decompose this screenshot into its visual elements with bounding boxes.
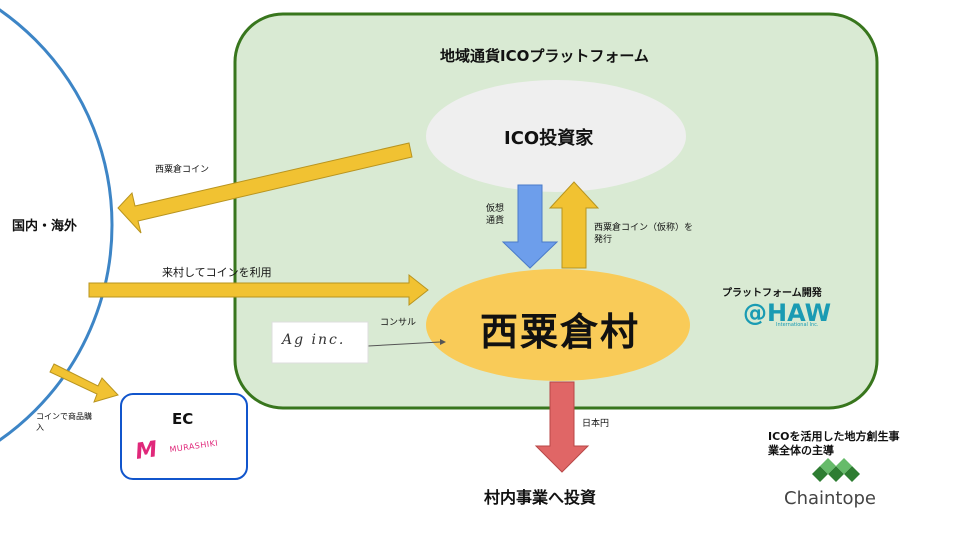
consult-connector [367,341,441,347]
ec-box [120,393,248,480]
coin-issue-arrow [548,181,600,269]
haw-caption: プラットフォーム開発 [722,288,822,299]
invest-target-label: 村内事業へ投資 [484,488,597,507]
virtual-currency-label-2: 通貨 [486,216,505,226]
coin-out-label: 西粟倉コイン [155,165,210,175]
coin-out-arrow [117,142,413,234]
chaintope-logo-text: Chaintope [784,488,876,509]
platform-title: 地域通貨ICOプラットフォーム [440,47,649,65]
ag-logo-text: Ag inc. [282,332,346,348]
yen-arrow [534,381,590,473]
purchase-arrow [49,363,119,403]
visit-arrow [88,273,429,307]
haw-logo-main: @HAW [743,299,832,327]
region-circle [0,8,114,442]
haw-logo-sub: International Inc. [776,322,819,328]
virtual-currency-label-1: 仮想 [486,204,505,214]
ec-title: EC [172,410,194,428]
investor-ellipse [426,80,686,192]
purchase-label-2: 入 [36,423,44,432]
coin-issue-label-1: 西粟倉コイン（仮称）を [594,223,694,233]
chaintope-caption-2: 業全体の主導 [768,444,834,457]
consult-label: コンサル [380,318,417,328]
investor-label: ICO投資家 [504,128,594,149]
yen-label: 日本円 [582,419,610,429]
coin-issue-label-2: 発行 [594,235,613,245]
purchase-label-1: コインで商品購 [36,412,92,421]
village-ellipse [426,269,690,381]
chaintope-caption-1: ICOを活用した地方創生事 [768,430,900,443]
consult-connector-head [440,339,446,345]
region-label: 国内・海外 [12,219,78,234]
visit-label: 来村してコインを利用 [162,266,272,279]
virtual-currency-arrow [501,184,559,269]
ag-logo-box [271,321,369,364]
chaintope-mark-icon [812,458,860,482]
murashiki-logo-text: MURASHIKI [168,438,219,455]
murashiki-mark-icon: M [133,437,160,465]
village-label: 西粟倉村 [480,310,641,354]
